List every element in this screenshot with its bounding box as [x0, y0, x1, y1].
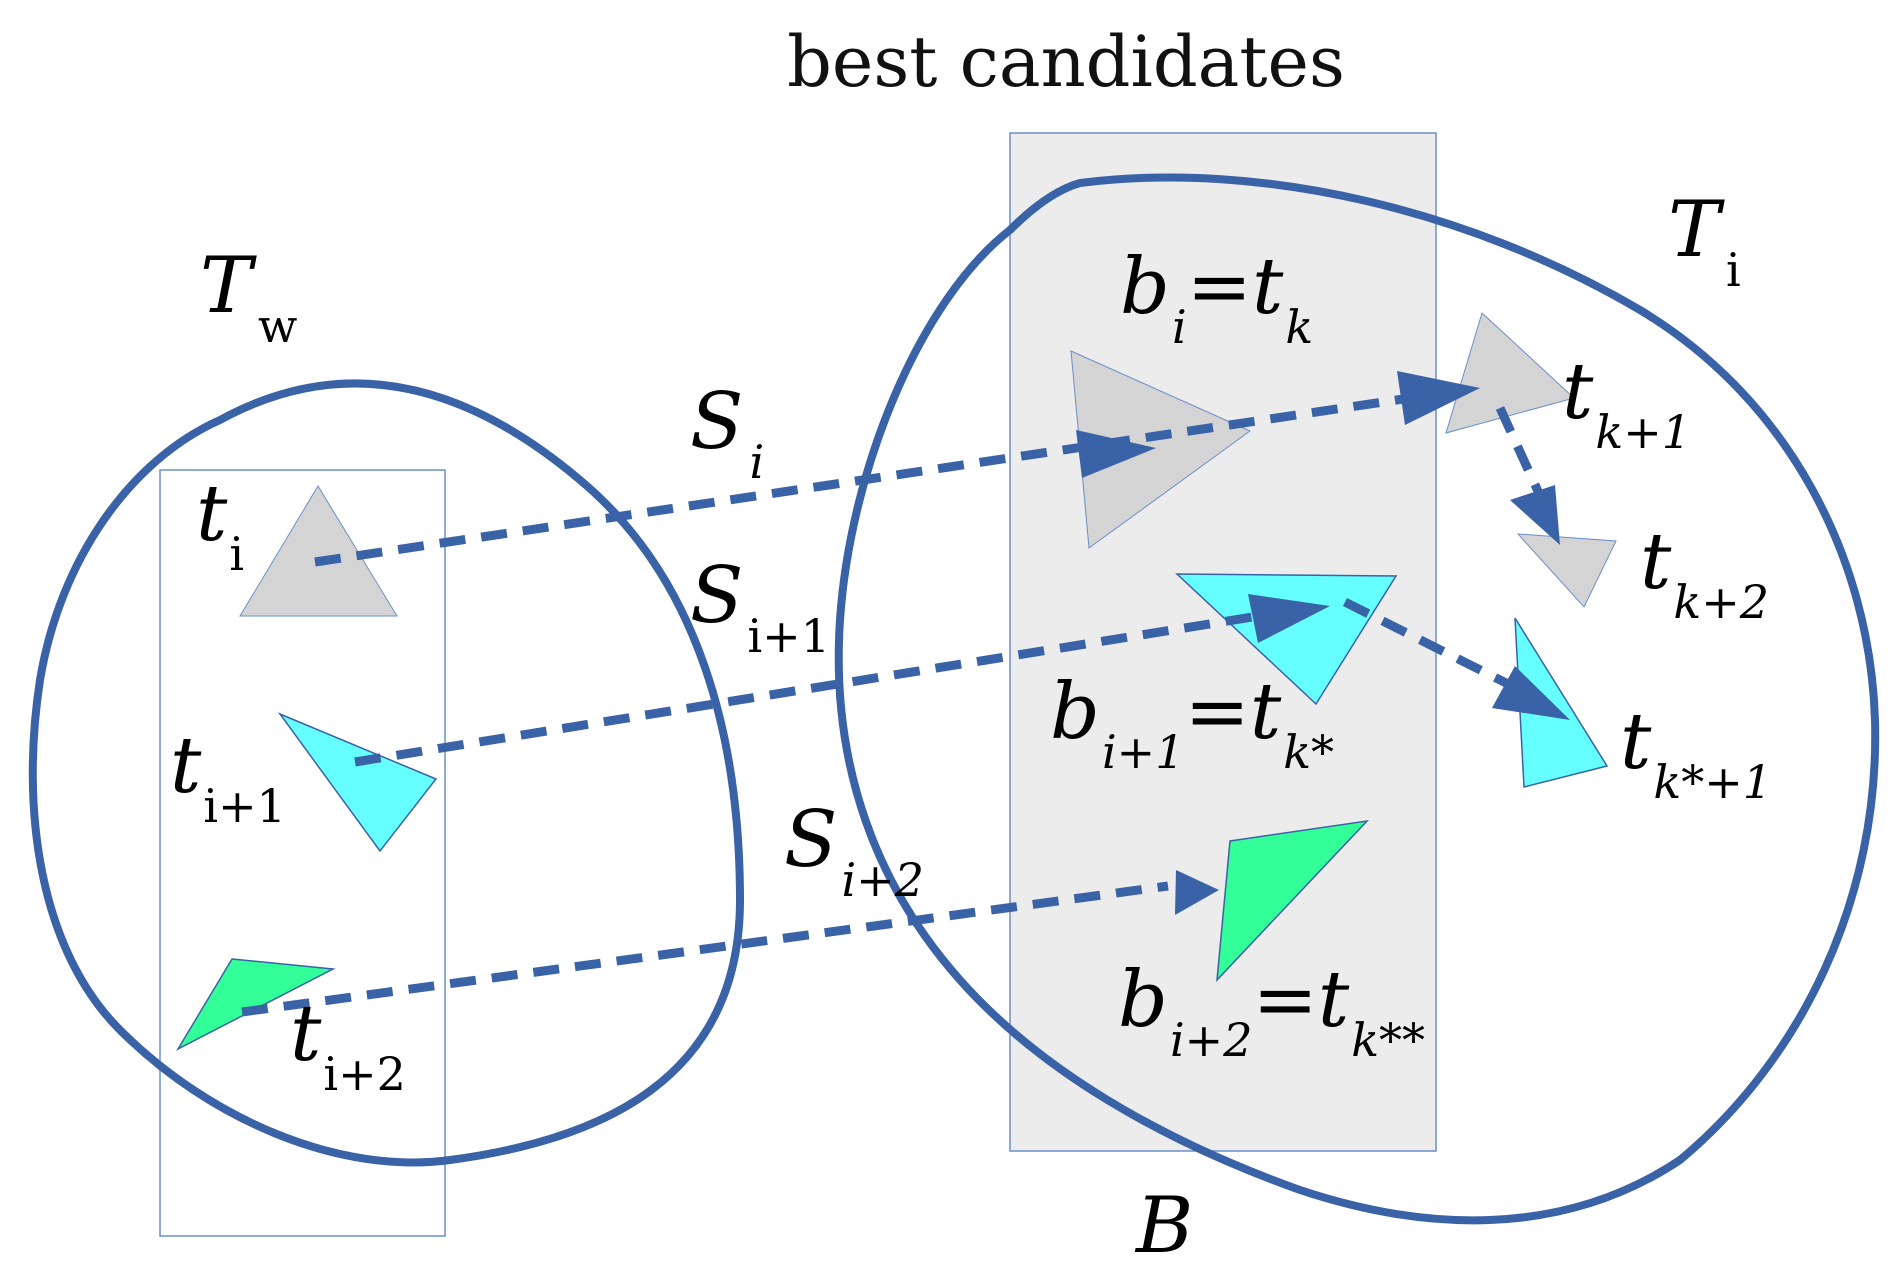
set-ti-outline: [834, 173, 1880, 1225]
label-t-i: ti: [196, 469, 244, 581]
set-tw-outline: [28, 379, 745, 1167]
triangle-t-i: [239, 485, 398, 617]
arrow-k-star-to-k-star-plus-1: [1342, 597, 1570, 720]
arrow-s-i: [314, 371, 1480, 567]
label-t-i-plus-2: ti+2: [290, 989, 406, 1101]
triangle-t-i-plus-1: [277, 712, 438, 853]
label-t-i-plus-1: ti+1: [170, 721, 286, 833]
label-t-k-plus-1: tk+1: [1562, 347, 1691, 459]
diagram-title: best candidates: [787, 21, 1345, 103]
label-b-i-plus-2: bi+2=tk**: [1118, 955, 1425, 1067]
arrow-s-i-plus-2: [241, 870, 1219, 1017]
arrow-k-plus-1-to-k-plus-2: [1495, 406, 1560, 545]
triangle-t-k-plus-1: [1445, 312, 1576, 434]
triangle-b-i-plus-1: [1175, 573, 1398, 706]
arrow-s-i-plus-1: [354, 594, 1330, 767]
label-b: B: [1134, 1181, 1193, 1262]
label-t-k-plus-2: tk+2: [1640, 517, 1769, 629]
triangle-t-k-plus-2: [1516, 533, 1617, 608]
window-column-box: [159, 469, 446, 1237]
arrow-s-i-mid-head: [1076, 430, 1156, 478]
label-s-i-plus-2: Si+2: [784, 795, 924, 907]
label-t-k-star-plus-1: tk*+1: [1620, 697, 1772, 809]
triangle-b-i-plus-2: [1216, 819, 1370, 983]
label-b-i: bi=tk: [1120, 242, 1313, 354]
label-b-i-plus-1: bi+1=tk*: [1050, 667, 1334, 779]
label-s-i-plus-1: Si+1: [690, 551, 830, 663]
